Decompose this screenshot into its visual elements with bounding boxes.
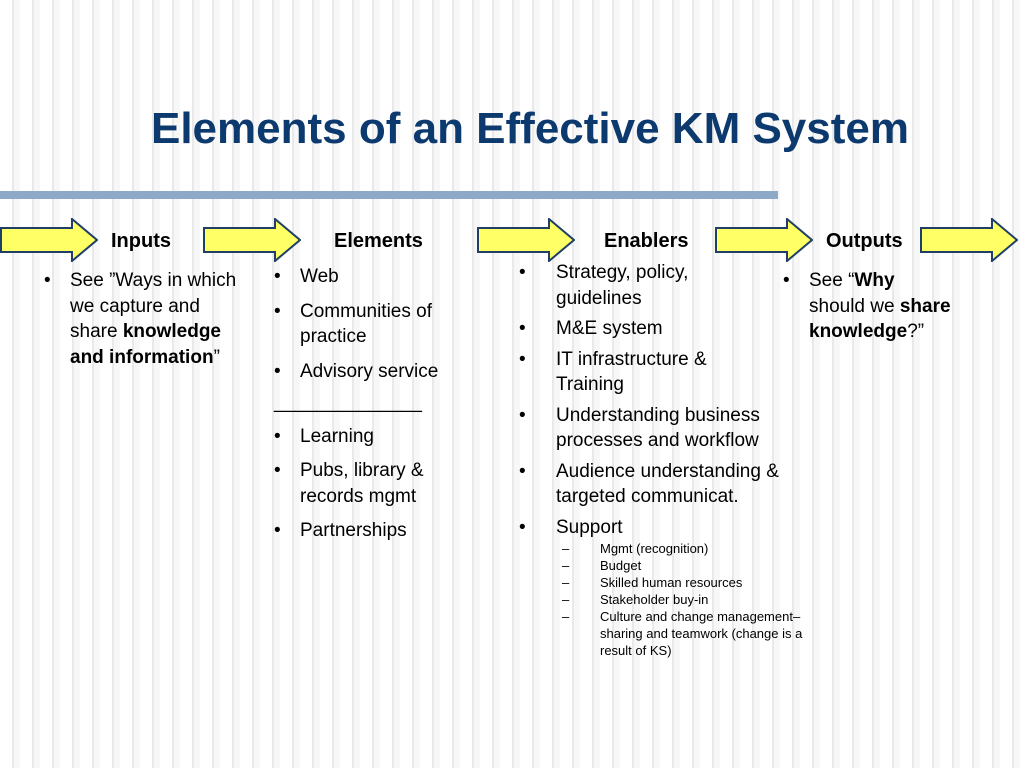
list-item: See ”Ways in which we capture and share … [44,268,244,370]
separator-line: ______________ [274,392,422,413]
arrow-right-icon [0,218,98,262]
header-outputs: Outputs [826,230,903,252]
inputs-column: See ”Ways in which we capture and share … [44,268,244,370]
outputs-column: See “Why should we share knowledge?” [783,268,953,345]
header-inputs: Inputs [111,230,171,252]
list-item: Stakeholder buy-in [562,591,822,608]
list-item: Culture and change management– sharing a… [562,608,822,659]
list-item: Web [274,264,474,290]
list-item: Audience understanding & targeted commun… [519,459,779,510]
slide-title: Elements of an Effective KM System [150,104,909,153]
list-item: Pubs, library & records mgmt [274,458,474,509]
arrow-right-icon [477,218,575,262]
list-item: Partnerships [274,518,474,544]
header-enablers: Enablers [604,230,689,252]
list-item: Communities of practice [274,299,474,350]
list-item: Skilled human resources [562,574,822,591]
title-underline [0,191,778,199]
list-item: Budget [562,557,822,574]
elements-column: Web Communities of practice Advisory ser… [274,264,474,544]
list-item: IT infrastructure & Training [519,347,779,398]
list-item: Mgmt (recognition) [562,540,822,557]
list-item: Advisory service [274,359,474,385]
header-elements: Elements [334,230,423,252]
list-item: M&E system [519,316,779,342]
list-item: See “Why should we share knowledge?” [783,268,953,345]
arrow-right-icon [920,218,1018,262]
list-item: Understanding business processes and wor… [519,403,779,454]
list-item: Learning [274,424,474,450]
support-sublist: Mgmt (recognition) Budget Skilled human … [562,540,822,659]
arrow-right-icon [203,218,301,262]
list-item: Strategy, policy, guidelines [519,260,779,311]
arrow-right-icon [715,218,813,262]
list-item: Support [519,515,779,541]
enablers-column: Strategy, policy, guidelines M&E system … [519,260,802,659]
